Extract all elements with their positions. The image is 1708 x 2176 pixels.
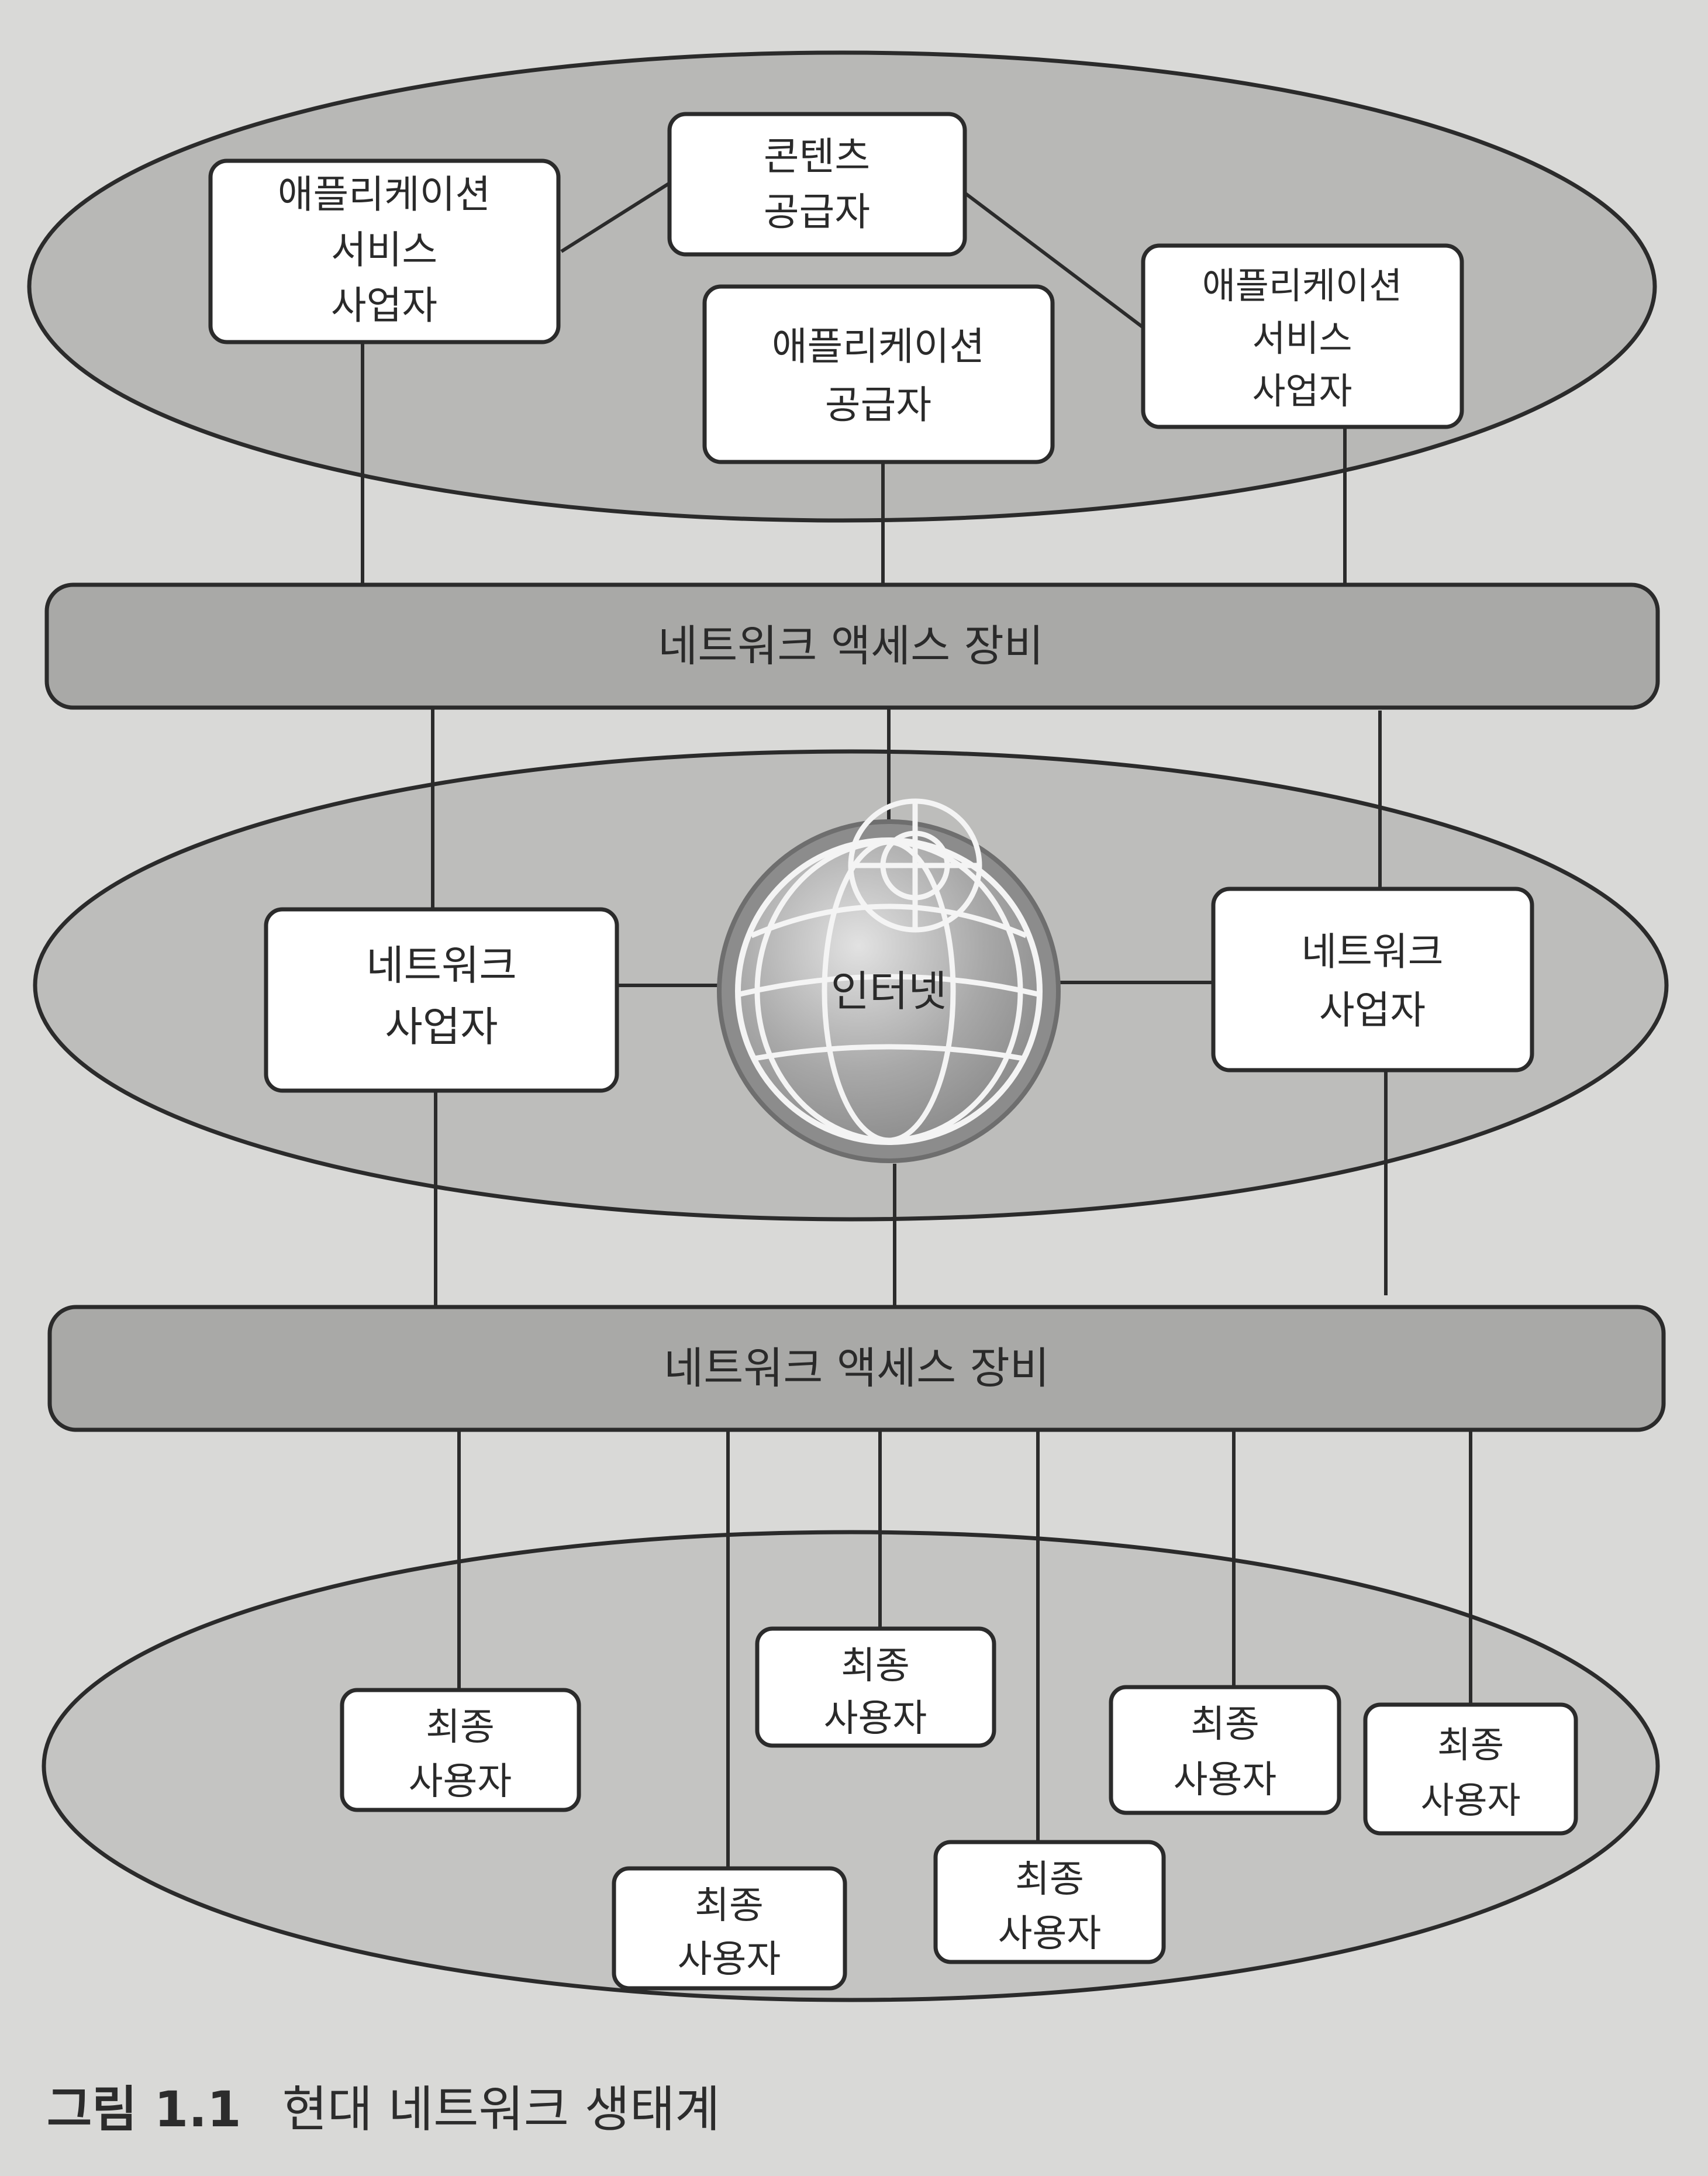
network-operator-left-box: 네트워크 사업자	[264, 907, 619, 1093]
svg-text:사용자: 사용자	[1420, 1779, 1520, 1822]
svg-text:최종: 최종	[695, 1884, 764, 1927]
svg-text:애플리케이션: 애플리케이션	[772, 324, 985, 369]
figure-caption: 그림 1.1 현대 네트워크 생태계	[47, 2070, 720, 2141]
content-provider-box: 콘텐츠 공급자	[667, 112, 967, 257]
svg-text:사용자: 사용자	[409, 1760, 512, 1803]
network-access-bar-top-label: 네트워크 액세스 장비	[658, 621, 1044, 671]
svg-text:애플리케이션: 애플리케이션	[278, 172, 491, 217]
svg-text:콘텐츠: 콘텐츠	[764, 134, 870, 179]
svg-text:사업자: 사업자	[331, 283, 437, 328]
svg-text:네트워크: 네트워크	[1302, 929, 1444, 974]
app-provider-box: 애플리케이션 공급자	[702, 284, 1055, 464]
svg-text:공급자: 공급자	[764, 189, 870, 235]
svg-text:최종: 최종	[1015, 1858, 1084, 1901]
svg-text:최종: 최종	[426, 1706, 495, 1749]
network-access-bar-top	[44, 582, 1660, 710]
svg-text:사용자: 사용자	[998, 1912, 1102, 1956]
connector-lines	[361, 180, 1472, 1868]
svg-text:공급자: 공급자	[825, 382, 931, 427]
svg-text:사용자: 사용자	[678, 1938, 781, 1981]
svg-text:서비스: 서비스	[331, 227, 437, 273]
svg-text:사용자: 사용자	[824, 1697, 927, 1740]
svg-text:최종: 최종	[841, 1644, 910, 1688]
svg-text:사업자: 사업자	[385, 1003, 498, 1051]
end-user-box: 최종 사용자	[933, 1840, 1166, 1964]
end-user-box: 최종 사용자	[612, 1866, 847, 1991]
network-access-bar-bottom-label: 네트워크 액세스 장비	[664, 1343, 1050, 1394]
end-user-box: 최종 사용자	[755, 1626, 996, 1748]
svg-text:서비스: 서비스	[1252, 317, 1352, 360]
svg-text:사업자: 사업자	[1252, 370, 1352, 412]
network-access-bar-bottom	[47, 1305, 1666, 1432]
end-user-box: 최종 사용자	[1363, 1702, 1578, 1836]
end-user-layer-ellipse	[42, 1530, 1660, 2002]
network-operator-right-box: 네트워크 사업자	[1211, 887, 1534, 1073]
svg-text:애플리케이션: 애플리케이션	[1202, 264, 1402, 307]
app-service-provider-right-box: 애플리케이션 서비스 사업자	[1141, 243, 1464, 429]
svg-text:사용자: 사용자	[1174, 1758, 1277, 1802]
svg-text:최종: 최종	[1191, 1703, 1260, 1746]
end-user-box: 최종 사용자	[1109, 1685, 1341, 1815]
internet-label: 인터넷	[831, 967, 947, 1016]
figure-caption-label: 그림 1.1	[47, 2081, 241, 2138]
figure-caption-text: 현대 네트워크 생태계	[282, 2081, 720, 2138]
svg-text:사업자: 사업자	[1319, 988, 1426, 1033]
app-service-provider-left-box: 애플리케이션 서비스 사업자	[208, 158, 561, 344]
svg-text:네트워크: 네트워크	[366, 942, 517, 989]
internet-globe-icon: 인터넷	[717, 798, 1061, 1163]
end-user-box: 최종 사용자	[340, 1688, 581, 1812]
svg-text:최종: 최종	[1437, 1723, 1504, 1766]
